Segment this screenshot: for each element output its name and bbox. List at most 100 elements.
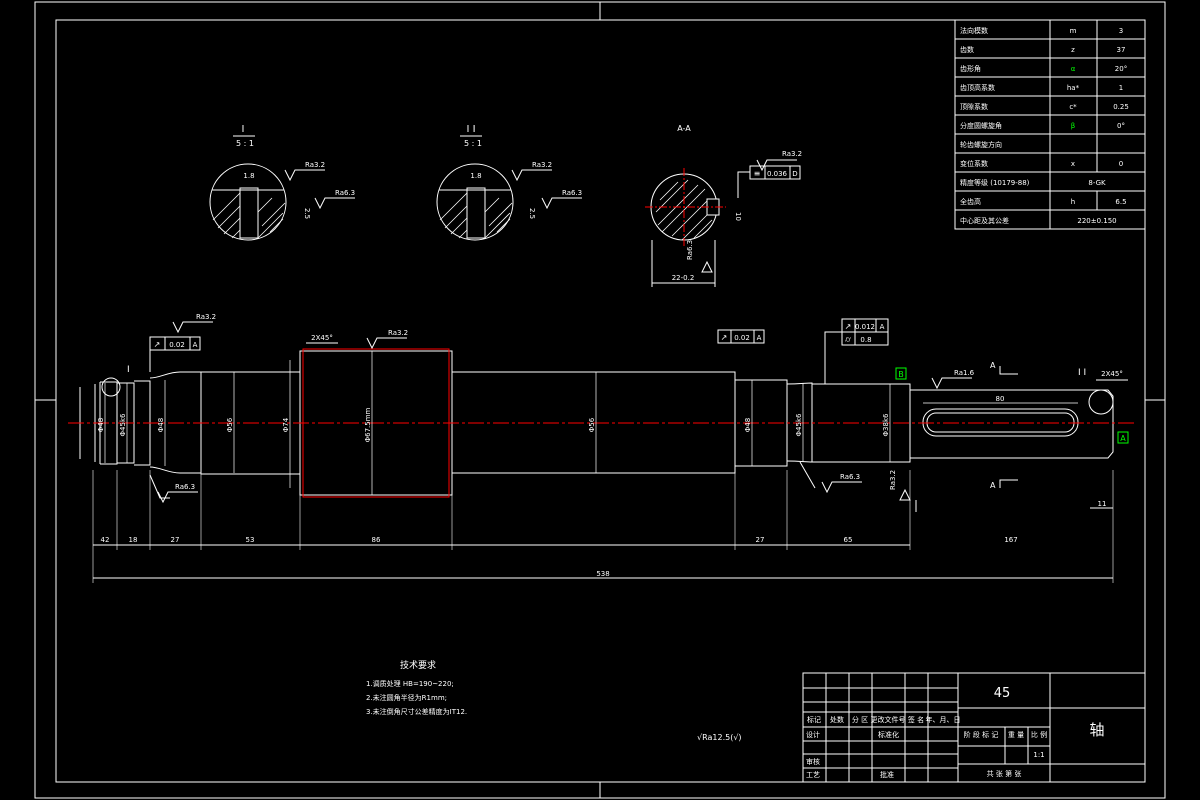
detail-1-width: 1.8	[243, 172, 254, 180]
row-process: 工艺	[806, 771, 820, 779]
detail-2-depth: 2.5	[528, 208, 536, 219]
spec-row-value: 3	[1119, 27, 1123, 35]
section-depth: 22-0.2	[672, 274, 695, 282]
detail-1-title: I	[242, 124, 245, 135]
title-block	[802, 672, 1146, 783]
detail-1-mark: I	[127, 365, 130, 375]
chamfer-right: 2X45°	[1101, 370, 1123, 378]
detail-2-mark: I I	[1078, 368, 1086, 378]
spec-row-value: 37	[1117, 46, 1126, 54]
section-key-width: 10	[734, 212, 742, 221]
part-name: 轴	[1089, 721, 1104, 739]
section-ra: Ra3.2	[782, 150, 802, 158]
diameter-label: Φ45k6	[795, 413, 803, 436]
sign-header: 年、月、日	[926, 715, 961, 724]
sign-header: 更改文件号	[871, 715, 906, 724]
runout-icon-3: ↗	[845, 322, 852, 331]
row-approve: 批准	[880, 770, 894, 779]
length-dim-label: 167	[1004, 536, 1017, 544]
ra-mid-top: Ra3.2	[388, 329, 408, 337]
runout-icon: ↗	[154, 340, 161, 349]
row-review: 审核	[806, 757, 820, 766]
diameter-label: Φ48	[744, 418, 752, 432]
detail-1-ra-a: Ra3.2	[305, 161, 325, 169]
diameter-label: Φ67.5mm	[364, 407, 372, 442]
symmetry-icon: ≡	[754, 169, 761, 178]
detail-view-1: I 5 : 1 1.8 2.5 Ra3.2 Ra6.3	[209, 124, 355, 241]
spec-row-symbol: c*	[1069, 103, 1077, 111]
spec-row-value: 6.5	[1115, 198, 1126, 206]
spec-row-symbol: α	[1071, 65, 1076, 73]
detail-2-scale: 5 : 1	[464, 139, 482, 148]
tol-left-value: 0.02	[169, 341, 185, 349]
datum-b-marker: B	[898, 370, 904, 379]
section-title: A-A	[677, 124, 691, 133]
spec-row-symbol: z	[1071, 46, 1075, 54]
section-view-a-a: A-A Ra3.2 ≡ 0.036 D 10 Ra6.3 22-0.2	[645, 124, 802, 287]
length-dim-label: 42	[101, 536, 110, 544]
scale-value: 1:1	[1033, 751, 1044, 759]
tol-right-value: 0.02	[734, 334, 750, 342]
spec-row-value: 0.25	[1113, 103, 1129, 111]
spec-row-name: 变位系数	[960, 159, 988, 168]
row-design: 设计	[806, 730, 820, 739]
detail-2-width: 1.8	[470, 172, 481, 180]
row-standard: 标准化	[878, 730, 899, 739]
scale-header: 比 例	[1031, 730, 1047, 739]
detail-2-title: I I	[466, 124, 475, 135]
tol-right3-value: 0.8	[860, 336, 871, 344]
detail-1-scale: 5 : 1	[236, 139, 254, 148]
spec-row-name: 顶隙系数	[960, 102, 988, 111]
spec-row-name: 轮齿螺旋方向	[960, 140, 1002, 149]
length-dim-label: 18	[129, 536, 138, 544]
spec-row-symbol: m	[1070, 27, 1077, 35]
runout-icon-2: ↗	[721, 333, 728, 342]
sign-header: 签 名	[908, 715, 924, 724]
spec-row-symbol: β	[1071, 122, 1075, 130]
tol-right2-value: 0.012	[855, 323, 875, 331]
tol-left-datum: A	[193, 341, 198, 349]
sign-header: 处数	[830, 715, 844, 724]
spec-row-value: 220±0.150	[1077, 217, 1116, 225]
length-dim-label: 53	[246, 536, 255, 544]
spec-row-name: 分度圆螺旋角	[960, 121, 1002, 130]
spec-row-value: 8-GK	[1088, 179, 1106, 187]
diameter-label: Φ45k6	[119, 413, 127, 436]
section-tol-value: 0.036	[767, 170, 788, 178]
weight-header: 重 量	[1008, 731, 1024, 739]
tol-right-datum: A	[757, 334, 762, 342]
tech-req-item: 1.调质处理 HB=190~220;	[366, 679, 454, 688]
spec-row-name: 齿顶高系数	[960, 83, 995, 92]
sign-header: 标记	[807, 715, 821, 724]
spec-row-symbol: ha*	[1067, 84, 1080, 92]
keyway-end: 11	[1098, 500, 1107, 508]
diameter-label: Φ56	[226, 417, 234, 432]
ra-left-top: Ra3.2	[196, 313, 216, 321]
spec-row-name: 齿数	[960, 45, 974, 54]
spec-row-name: 中心距及其公差	[960, 216, 1009, 225]
cylindricity-icon: ⌭	[845, 335, 851, 344]
ra-right-top: Ra1.6	[954, 369, 975, 377]
tech-req-item: 3.未注倒角尺寸公差精度为IT12.	[366, 707, 467, 716]
section-tol-datum: D	[792, 170, 797, 178]
spec-row-name: 精度等级 (10179-88)	[960, 178, 1030, 187]
spec-row-value: 1	[1119, 84, 1123, 92]
length-dim-label: 65	[844, 536, 853, 544]
keyway-length: 80	[996, 395, 1005, 403]
ra-bottom-left: Ra6.3	[175, 483, 195, 491]
datum-a-marker: A	[1120, 434, 1126, 443]
diameter-label: Φ48	[157, 418, 165, 432]
spec-row-value: 0°	[1117, 122, 1125, 130]
ra-bottom-mid: Ra6.3	[840, 473, 860, 481]
tech-req-item: 2.未注圆角半径为R1mm;	[366, 693, 447, 702]
sheet-border	[34, 1, 1166, 799]
length-dim-label: 86	[372, 536, 381, 544]
roughness-note: √Ra12.5(√)	[697, 733, 742, 742]
technical-requirements: 技术要求 1.调质处理 HB=190~220; 2.未注圆角半径为R1mm; 3…	[366, 659, 742, 742]
spec-row-name: 法向模数	[960, 26, 988, 35]
ra-bottom-right: Ra3.2	[889, 470, 897, 490]
detail-2-ra-a: Ra3.2	[532, 161, 552, 169]
